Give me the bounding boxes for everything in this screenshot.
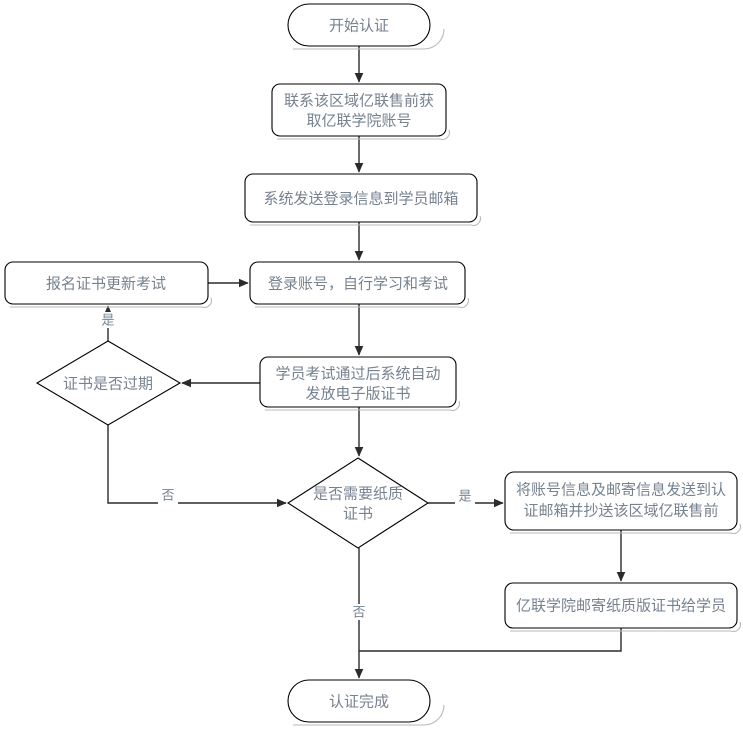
edge-label-expired-no: 否 bbox=[161, 489, 174, 504]
node-contact-presales-shadow bbox=[277, 129, 450, 140]
node-system-send-email[interactable]: 系统发送登录信息到学员邮箱 bbox=[244, 173, 481, 226]
node-end-shape bbox=[287, 679, 431, 723]
node-start[interactable]: 开始认证 bbox=[287, 3, 445, 50]
node-system-send-email-shape bbox=[244, 173, 478, 223]
node-auto-issue-cert-shadow bbox=[265, 400, 460, 411]
node-send-info-email-line2: 证邮箱并抄送该区域亿联售前 bbox=[523, 502, 718, 520]
edge-label-bg-paper-no bbox=[349, 604, 369, 620]
node-auto-issue-cert-shape bbox=[259, 356, 457, 408]
node-mail-paper-cert-shape bbox=[504, 582, 738, 629]
edge-expired-no-to-paper bbox=[107, 425, 287, 508]
node-send-info-email-line1: 将账号信息及邮寄信息发送到认 bbox=[516, 481, 726, 499]
node-renew-exam-label: 报名证书更新考试 bbox=[46, 275, 166, 293]
edge-label-bg-paper-yes bbox=[455, 489, 475, 505]
node-cert-expired[interactable]: 证书是否过期 bbox=[35, 340, 182, 426]
node-system-send-email-shadow bbox=[250, 215, 481, 226]
node-cert-expired-label: 证书是否过期 bbox=[63, 375, 153, 393]
node-mail-paper-cert-shadow bbox=[510, 621, 741, 632]
node-send-info-email-shape bbox=[504, 471, 738, 531]
edge-label-paper-yes: 是 bbox=[458, 490, 471, 505]
node-start-label: 开始认证 bbox=[329, 17, 389, 35]
node-login-study-shadow bbox=[255, 297, 469, 308]
node-renew-exam-shadow bbox=[10, 297, 212, 308]
node-send-info-email[interactable]: 将账号信息及邮寄信息发送到认 证邮箱并抄送该区域亿联售前 bbox=[504, 471, 741, 534]
node-cert-expired-shape bbox=[35, 340, 182, 426]
edge-label-bg-expired-yes bbox=[98, 312, 118, 328]
node-end-shadow bbox=[293, 704, 445, 726]
node-contact-presales[interactable]: 联系该区域亿联售前获 取亿联学院账号 bbox=[271, 83, 450, 140]
node-need-paper-cert-shape bbox=[286, 457, 430, 549]
node-contact-presales-line2: 取亿联学院账号 bbox=[306, 112, 411, 130]
node-login-study-shape bbox=[249, 261, 466, 305]
node-send-info-email-shadow bbox=[510, 523, 741, 534]
node-contact-presales-shape bbox=[271, 83, 447, 137]
node-auto-issue-cert-line1: 学员考试通过后系统自动 bbox=[275, 365, 440, 383]
node-system-send-email-label: 系统发送登录信息到学员邮箱 bbox=[263, 190, 458, 208]
node-contact-presales-line1: 联系该区域亿联售前获 bbox=[284, 92, 434, 110]
edge-label-expired-yes: 是 bbox=[101, 314, 114, 329]
node-need-paper-cert[interactable]: 是否需要纸质 证书 bbox=[286, 457, 430, 549]
node-start-shape bbox=[287, 3, 431, 47]
edge-label-bg-expired-no bbox=[158, 488, 178, 504]
node-login-study[interactable]: 登录账号，自行学习和考试 bbox=[249, 261, 469, 308]
node-auto-issue-cert-line2: 发放电子版证书 bbox=[305, 385, 410, 403]
edges-layer: 是 否 是 否 bbox=[98, 46, 626, 679]
node-auto-issue-cert[interactable]: 学员考试通过后系统自动 发放电子版证书 bbox=[259, 356, 460, 411]
node-need-paper-cert-line2: 证书 bbox=[343, 505, 373, 523]
node-end-label: 认证完成 bbox=[329, 693, 389, 711]
edge-label-paper-no: 否 bbox=[352, 606, 365, 621]
edge-mail-to-end bbox=[359, 628, 622, 652]
node-end[interactable]: 认证完成 bbox=[287, 679, 445, 726]
node-start-shadow bbox=[293, 28, 445, 50]
node-mail-paper-cert[interactable]: 亿联学院邮寄纸质版证书给学员 bbox=[504, 582, 741, 632]
node-renew-exam-shape bbox=[4, 261, 209, 305]
node-login-study-label: 登录账号，自行学习和考试 bbox=[268, 275, 448, 293]
node-mail-paper-cert-label: 亿联学院邮寄纸质版证书给学员 bbox=[516, 597, 726, 615]
node-renew-exam[interactable]: 报名证书更新考试 bbox=[4, 261, 212, 308]
node-need-paper-cert-line1: 是否需要纸质 bbox=[313, 485, 403, 503]
